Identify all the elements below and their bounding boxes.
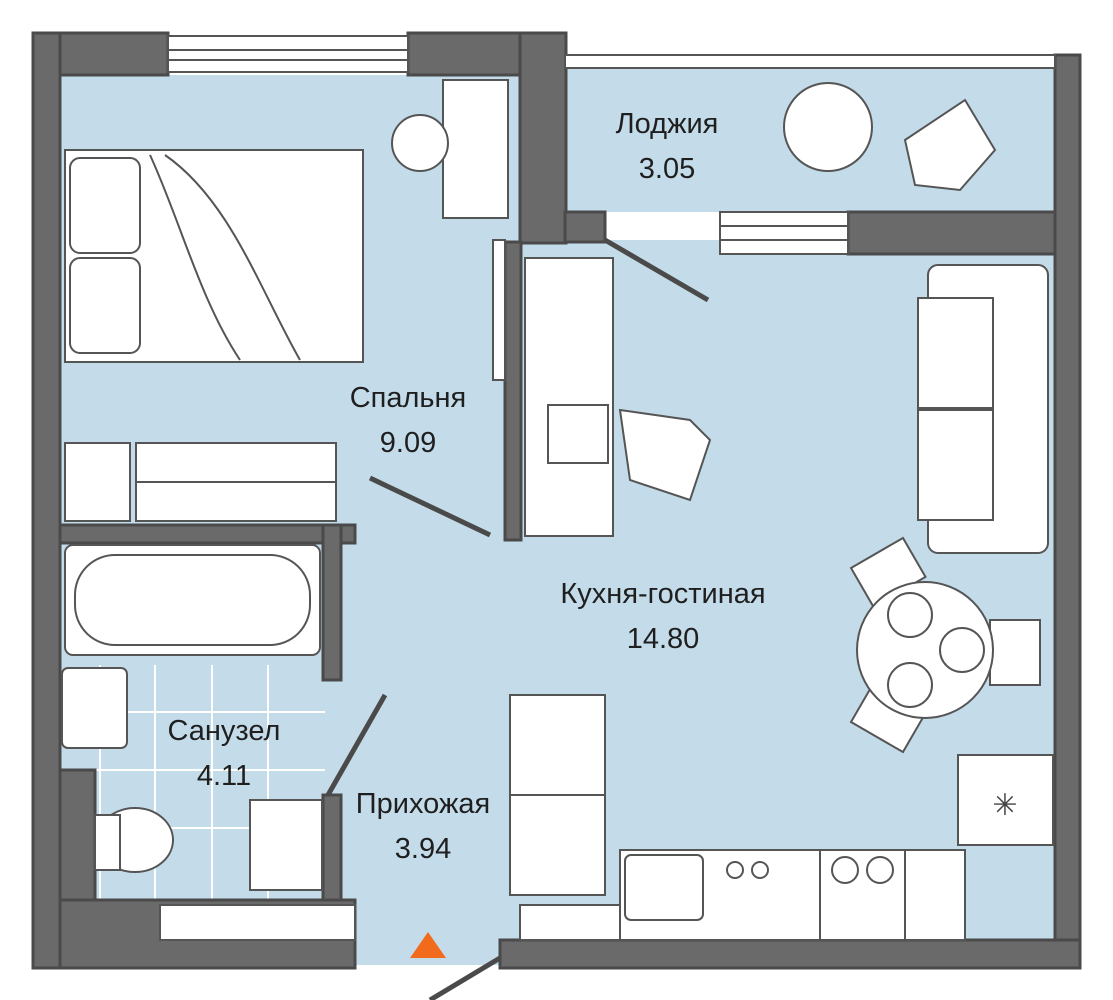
room-name-hallway: Прихожая <box>356 788 490 820</box>
desk <box>524 257 712 537</box>
room-name-kitchen-living: Кухня-гостиная <box>560 578 765 610</box>
room-area-kitchen-living: 14.80 <box>627 623 700 655</box>
doors <box>325 237 710 1000</box>
mirror <box>492 239 506 381</box>
washing-machine <box>249 799 323 891</box>
stove-icon <box>819 849 906 941</box>
walls <box>31 31 1082 970</box>
snowflake-icon: ✳ <box>992 788 1017 823</box>
dining-table <box>849 536 1041 754</box>
room-name-bathroom: Санузел <box>168 715 281 747</box>
office-chair <box>618 408 712 502</box>
room-name-bedroom: Спальня <box>350 382 467 414</box>
hallway-wardrobe <box>509 694 606 896</box>
plant-icon <box>391 114 449 172</box>
fridge <box>957 754 1054 846</box>
room-area-bathroom: 4.11 <box>197 760 251 792</box>
sofa <box>917 264 1049 554</box>
lounge-chairs <box>783 82 997 192</box>
entrance-arrow-icon <box>410 932 446 958</box>
double-bed <box>64 149 364 363</box>
room-area-loggia: 3.05 <box>639 153 695 185</box>
room-area-hallway: 3.94 <box>395 833 451 865</box>
closet <box>64 442 337 522</box>
kitchen-counter: ✳ <box>619 754 1054 941</box>
windows <box>159 35 1056 941</box>
room-name-loggia: Лоджия <box>616 108 719 140</box>
sink-icon <box>624 854 704 921</box>
washbasin <box>61 667 128 749</box>
toilet <box>94 807 174 873</box>
bathtub <box>64 544 321 656</box>
wardrobe <box>442 79 509 219</box>
room-area-bedroom: 9.09 <box>380 427 436 459</box>
